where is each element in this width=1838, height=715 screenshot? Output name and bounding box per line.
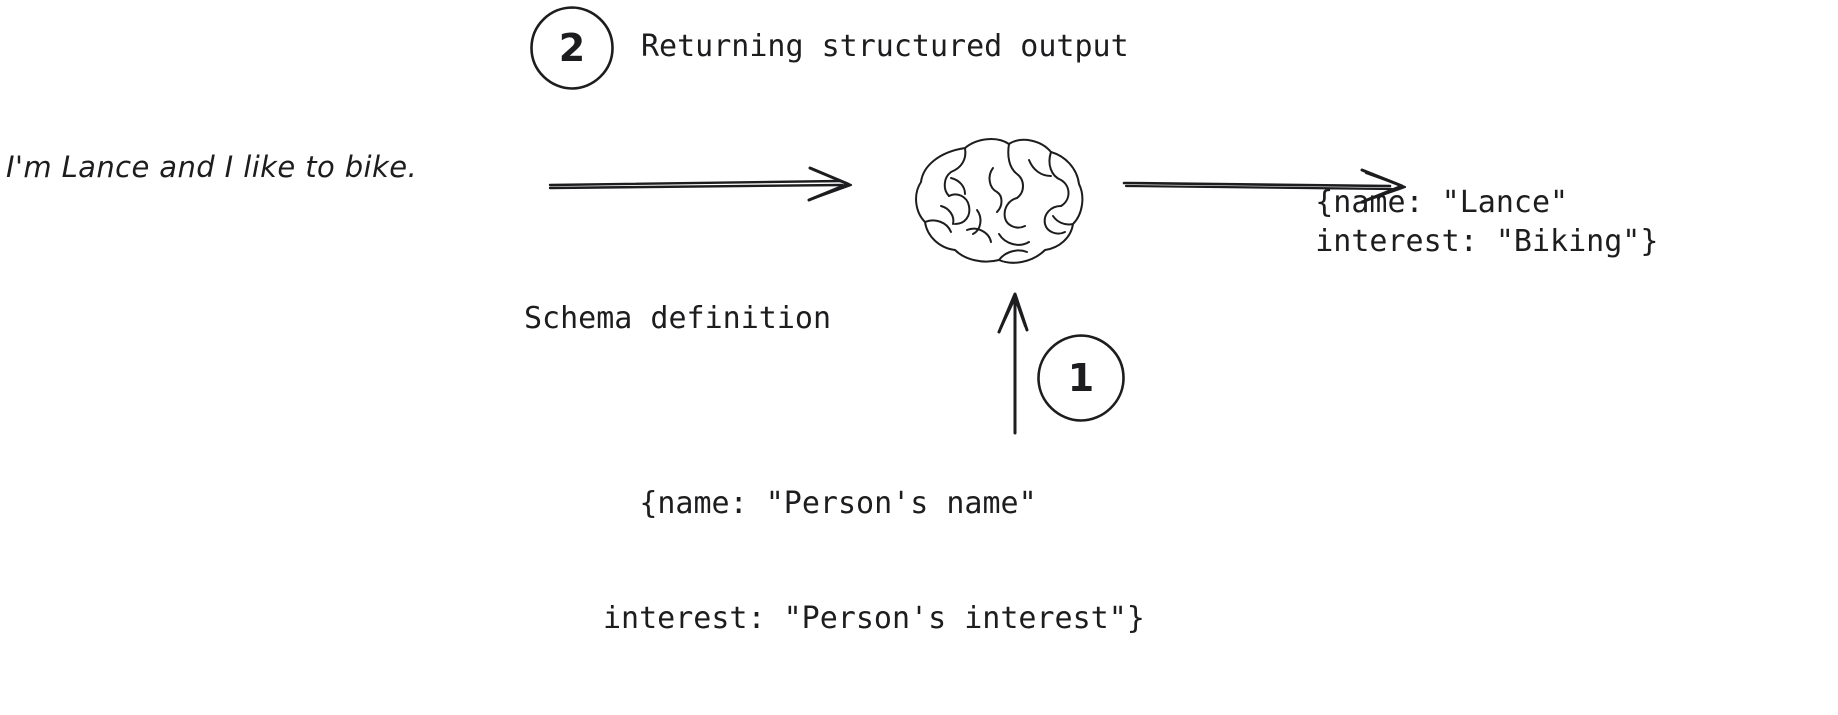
schema-definition-line-1: {name: "Person's name": [639, 485, 1037, 521]
badge-circle-icon: [530, 6, 614, 90]
diagram-canvas: I'm Lance and I like to bike. 2 Returnin…: [6, 4, 1658, 636]
structured-output-line-2: interest: "Biking"}: [1315, 223, 1659, 259]
step-badge-2: 2: [528, 4, 616, 92]
badge-circle-icon: [1037, 334, 1125, 422]
step-2-label: Returning structured output: [641, 29, 1129, 64]
structured-output-block: {name: "Lance" interest: "Biking"}: [1243, 146, 1658, 300]
arrow-input-to-brain-icon: [548, 166, 853, 202]
arrow-brain-to-output-icon: [1122, 168, 1407, 204]
step-badge-2-number: 2: [558, 26, 586, 70]
schema-definition-label: Schema definition: [524, 301, 832, 336]
brain-illustration: [915, 138, 1084, 264]
schema-definition-block: {name: "Person's name" interest: "Person…: [603, 408, 1145, 715]
step-badge-1: 1: [1035, 332, 1127, 424]
schema-definition-line-2: interest: "Person's interest"}: [603, 600, 1145, 636]
step-badge-1-number: 1: [1067, 356, 1095, 400]
arrow-schema-to-brain-icon: [997, 292, 1029, 435]
input-utterance-text: I'm Lance and I like to bike.: [6, 150, 418, 184]
structured-output-line-1: {name: "Lance": [1315, 185, 1569, 221]
